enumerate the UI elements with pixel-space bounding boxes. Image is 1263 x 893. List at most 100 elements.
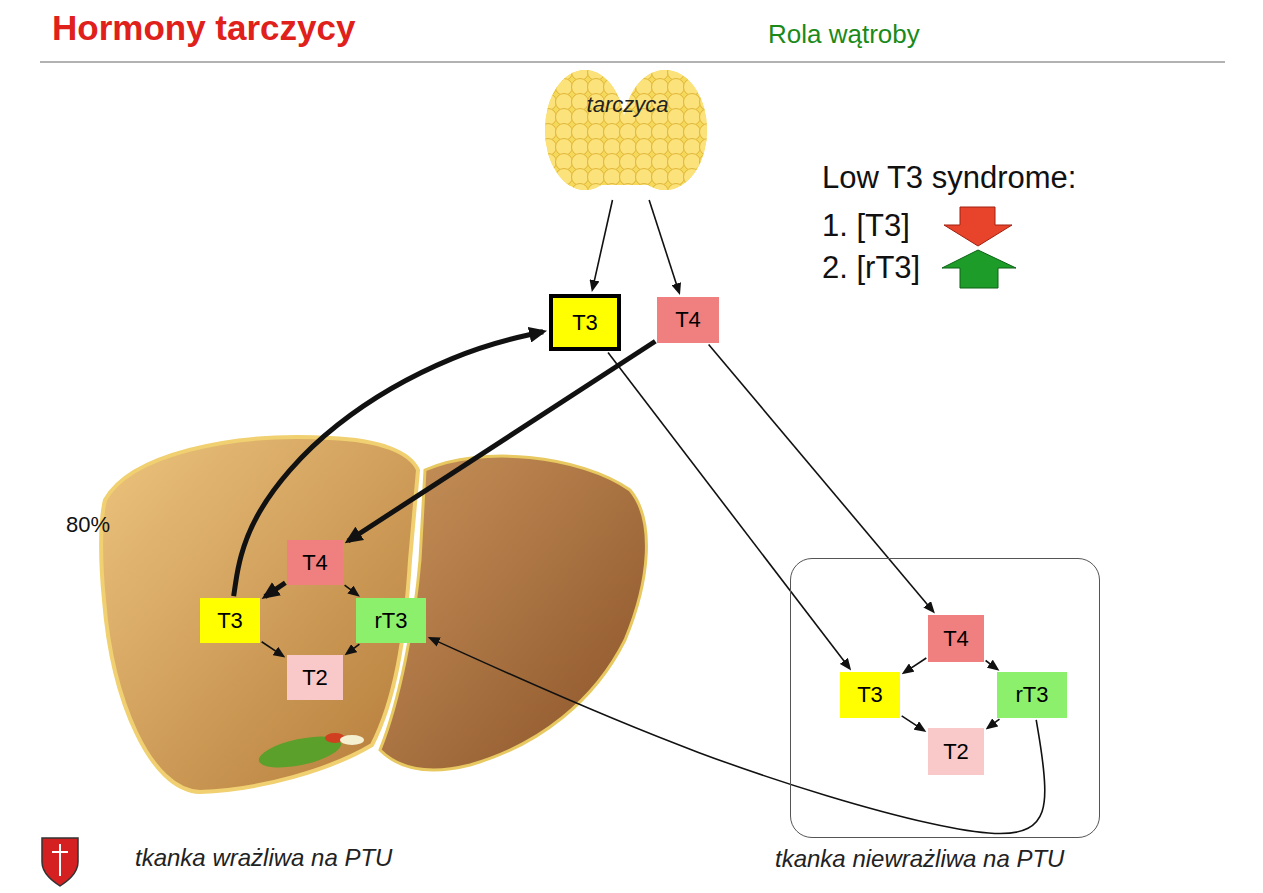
thyroid-follicle (588, 154, 605, 171)
flow-arrow (345, 585, 358, 595)
flow-arrow (608, 353, 849, 668)
hormone-box: T4 (287, 540, 343, 585)
header-rule (40, 61, 1225, 63)
hormone-box: T4 (657, 297, 719, 343)
flow-arrow (234, 332, 543, 596)
percentage-label: 80% (66, 512, 110, 537)
thyroid-follicle (684, 124, 701, 141)
thyroid-follicle (700, 124, 717, 141)
thyroid-follicle (556, 139, 573, 156)
thyroid-follicle (668, 169, 685, 186)
thyroid-follicle (540, 184, 557, 201)
liver-organ: tkanka wrażliwa na PTUT4T3rT3T2 (100, 430, 650, 880)
thyroid-follicle (556, 154, 573, 171)
hormone-box: T3 (840, 672, 900, 718)
hormone-label: T2 (943, 739, 969, 764)
thyroid-follicle (620, 169, 637, 186)
flow-arrow (902, 716, 924, 731)
thyroid-follicle (636, 154, 653, 171)
thyroid-follicle (556, 109, 573, 126)
thyroid-follicle (620, 64, 637, 81)
thyroid-follicle (652, 169, 669, 186)
thyroid-follicle (668, 64, 685, 81)
thyroid-follicle (620, 154, 637, 171)
thyroid-follicle (700, 154, 717, 171)
note-item: 1. [T3] (822, 208, 910, 244)
flow-arrow (262, 642, 283, 656)
thyroid-follicle (588, 169, 605, 186)
hormone-label: T2 (302, 665, 328, 690)
thyroid-follicle (604, 124, 621, 141)
thyroid-follicle (540, 139, 557, 156)
thyroid-follicle (540, 79, 557, 96)
hormone-box: T3 (200, 598, 260, 643)
university-logo (42, 838, 78, 886)
flow-arrow (904, 658, 926, 673)
liver-drawing (101, 437, 646, 792)
thyroid-follicle (668, 139, 685, 156)
thyroid-follicle (700, 184, 717, 201)
section-subtitle: Rola wątroby (768, 20, 920, 50)
hormone-box: T2 (928, 728, 984, 775)
thyroid-follicle (604, 64, 621, 81)
thyroid-follicle (652, 154, 669, 171)
thyroid-follicle (604, 139, 621, 156)
thyroid-follicle (572, 109, 589, 126)
thyroid-follicle (572, 154, 589, 171)
thyroid-follicle (684, 64, 701, 81)
thyroid-follicle (556, 94, 573, 111)
thyroid-gland: tarczyca (545, 68, 710, 198)
thyroid-follicle (684, 109, 701, 126)
thyroid-follicle (652, 64, 669, 81)
hormone-label: rT3 (375, 608, 408, 633)
hormone-box: T2 (287, 655, 343, 700)
thyroid-follicle (684, 94, 701, 111)
flow-arrow (347, 644, 359, 653)
thyroid-follicle (588, 64, 605, 81)
thyroid-follicle (700, 139, 717, 156)
thyroid-follicle (636, 139, 653, 156)
thyroid-follicle (540, 169, 557, 186)
hormone-label: T4 (943, 626, 969, 651)
thyroid-follicle (588, 139, 605, 156)
hormone-label: T3 (857, 682, 883, 707)
thyroid-follicle (556, 124, 573, 141)
slide-title: Hormony tarczycy (52, 8, 355, 48)
thyroid-follicle (684, 184, 701, 201)
thyroid-follicle (572, 139, 589, 156)
hormone-box: T3 (549, 294, 621, 351)
thyroid-follicle (604, 154, 621, 171)
hormone-label: T3 (217, 608, 243, 633)
thyroid-follicle (684, 169, 701, 186)
hormone-label: rT3 (1016, 682, 1049, 707)
thyroid-follicle (636, 169, 653, 186)
note-item: 2. [rT3] (822, 250, 920, 286)
thyroid-follicle (684, 139, 701, 156)
thyroid-follicle (636, 184, 653, 201)
thyroid-follicle (604, 169, 621, 186)
thyroid-follicle (668, 184, 685, 201)
thyroid-follicle (588, 124, 605, 141)
hormone-label: T3 (572, 310, 598, 335)
hormone-box: rT3 (356, 598, 426, 643)
hormone-label: T4 (675, 307, 701, 332)
thyroid-follicle (652, 184, 669, 201)
flow-arrow (986, 661, 997, 670)
thyroid-follicle (588, 184, 605, 201)
thyroid-follicle (572, 169, 589, 186)
thyroid-follicle (700, 94, 717, 111)
thyroid-follicle (668, 94, 685, 111)
thyroid-follicle (540, 154, 557, 171)
thyroid-follicle (684, 154, 701, 171)
thyroid-follicle (540, 94, 557, 111)
thyroid-follicle (700, 79, 717, 96)
thyroid-follicle (668, 124, 685, 141)
thyroid-follicle (700, 64, 717, 81)
thyroid-follicle (556, 79, 573, 96)
thyroid-follicle (540, 109, 557, 126)
thyroid-follicle (540, 64, 557, 81)
thyroid-follicle (620, 124, 637, 141)
caption-text: tarczyca (545, 92, 710, 117)
